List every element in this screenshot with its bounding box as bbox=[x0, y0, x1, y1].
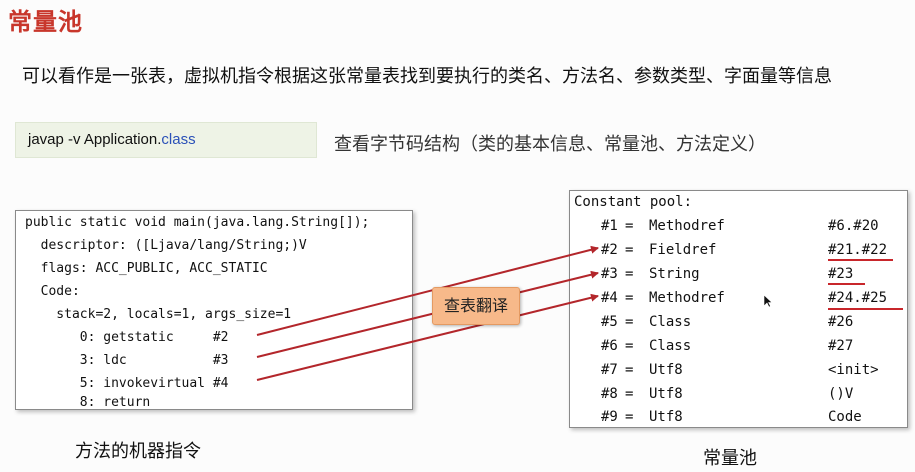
code-line: 5: invokevirtual #4 bbox=[25, 376, 229, 391]
pool-entry-eq: = bbox=[625, 266, 634, 282]
pool-entry-index: #5 bbox=[601, 314, 618, 330]
pool-entry-value: #6.#20 bbox=[828, 218, 879, 234]
pool-entry-value: #23 bbox=[828, 266, 854, 282]
pool-entry-type: Utf8 bbox=[649, 409, 683, 425]
pool-entry-eq: = bbox=[625, 314, 634, 330]
pool-entry-index: #9 bbox=[601, 409, 618, 425]
pool-entry-index: #2 bbox=[601, 242, 618, 258]
intro-text: 可以看作是一张表，虚拟机指令根据这张常量表找到要执行的类名、方法名、参数类型、字… bbox=[22, 66, 832, 87]
pool-entry-index: #7 bbox=[601, 362, 618, 378]
pool-entry-type: String bbox=[649, 266, 700, 282]
pool-entry-value: Code bbox=[828, 409, 862, 425]
pool-entry-type: Methodref bbox=[649, 290, 725, 306]
constant-pool-panel: Constant pool: #1 = Methodref #6.#20 #2 … bbox=[569, 190, 908, 428]
mouse-pointer-icon bbox=[763, 294, 773, 308]
pool-entry-value: <init> bbox=[828, 362, 879, 378]
constant-pool-caption: 常量池 bbox=[703, 448, 757, 469]
code-line: 3: ldc #3 bbox=[25, 353, 229, 368]
code-line: public static void main(java.lang.String… bbox=[25, 215, 370, 230]
pool-entry-eq: = bbox=[625, 218, 634, 234]
pool-entry-index: #6 bbox=[601, 338, 618, 354]
pool-entry-type: Utf8 bbox=[649, 362, 683, 378]
pool-entry-value: #27 bbox=[828, 338, 854, 354]
command-box: javap -v Application.class bbox=[15, 122, 317, 158]
code-line: flags: ACC_PUBLIC, ACC_STATIC bbox=[25, 261, 268, 276]
code-line: 0: getstatic #2 bbox=[25, 330, 229, 345]
pool-entry-index: #1 bbox=[601, 218, 618, 234]
pool-entry-type: Class bbox=[649, 338, 692, 354]
pool-entry-eq: = bbox=[625, 409, 634, 425]
code-line: Code: bbox=[25, 284, 80, 299]
method-code-caption: 方法的机器指令 bbox=[75, 441, 201, 462]
pool-entry-eq: = bbox=[625, 242, 634, 258]
pool-entry-index: #3 bbox=[601, 266, 618, 282]
code-line: descriptor: ([Ljava/lang/String;)V bbox=[25, 238, 307, 253]
pool-entry-eq: = bbox=[625, 362, 634, 378]
method-code-panel: public static void main(java.lang.String… bbox=[15, 210, 413, 410]
page-title: 常量池 bbox=[8, 8, 83, 36]
command-description: 查看字节码结构（类的基本信息、常量池、方法定义） bbox=[334, 134, 766, 155]
code-line: stack=2, locals=1, args_size=1 bbox=[25, 307, 292, 322]
pool-entry-value: #21.#22 bbox=[828, 242, 888, 258]
pool-entry-index: #4 bbox=[601, 290, 618, 306]
lookup-badge: 查表翻译 bbox=[432, 287, 520, 325]
command-prefix: javap -v Application. bbox=[28, 131, 162, 148]
pool-entry-index: #8 bbox=[601, 386, 618, 402]
pool-entry-value: #26 bbox=[828, 314, 854, 330]
code-line: 8: return bbox=[25, 395, 151, 410]
pool-entry-eq: = bbox=[625, 386, 634, 402]
pool-entry-type: Utf8 bbox=[649, 386, 683, 402]
pool-entry-eq: = bbox=[625, 290, 634, 306]
pool-entry-type: Methodref bbox=[649, 218, 725, 234]
command-keyword: class bbox=[161, 131, 196, 148]
pool-entry-value: #24.#25 bbox=[828, 290, 888, 306]
pool-entry-value: ()V bbox=[828, 386, 854, 402]
pool-header: Constant pool: bbox=[574, 194, 693, 210]
pool-entry-type: Class bbox=[649, 314, 692, 330]
pool-entry-type: Fieldref bbox=[649, 242, 717, 258]
pool-entry-eq: = bbox=[625, 338, 634, 354]
